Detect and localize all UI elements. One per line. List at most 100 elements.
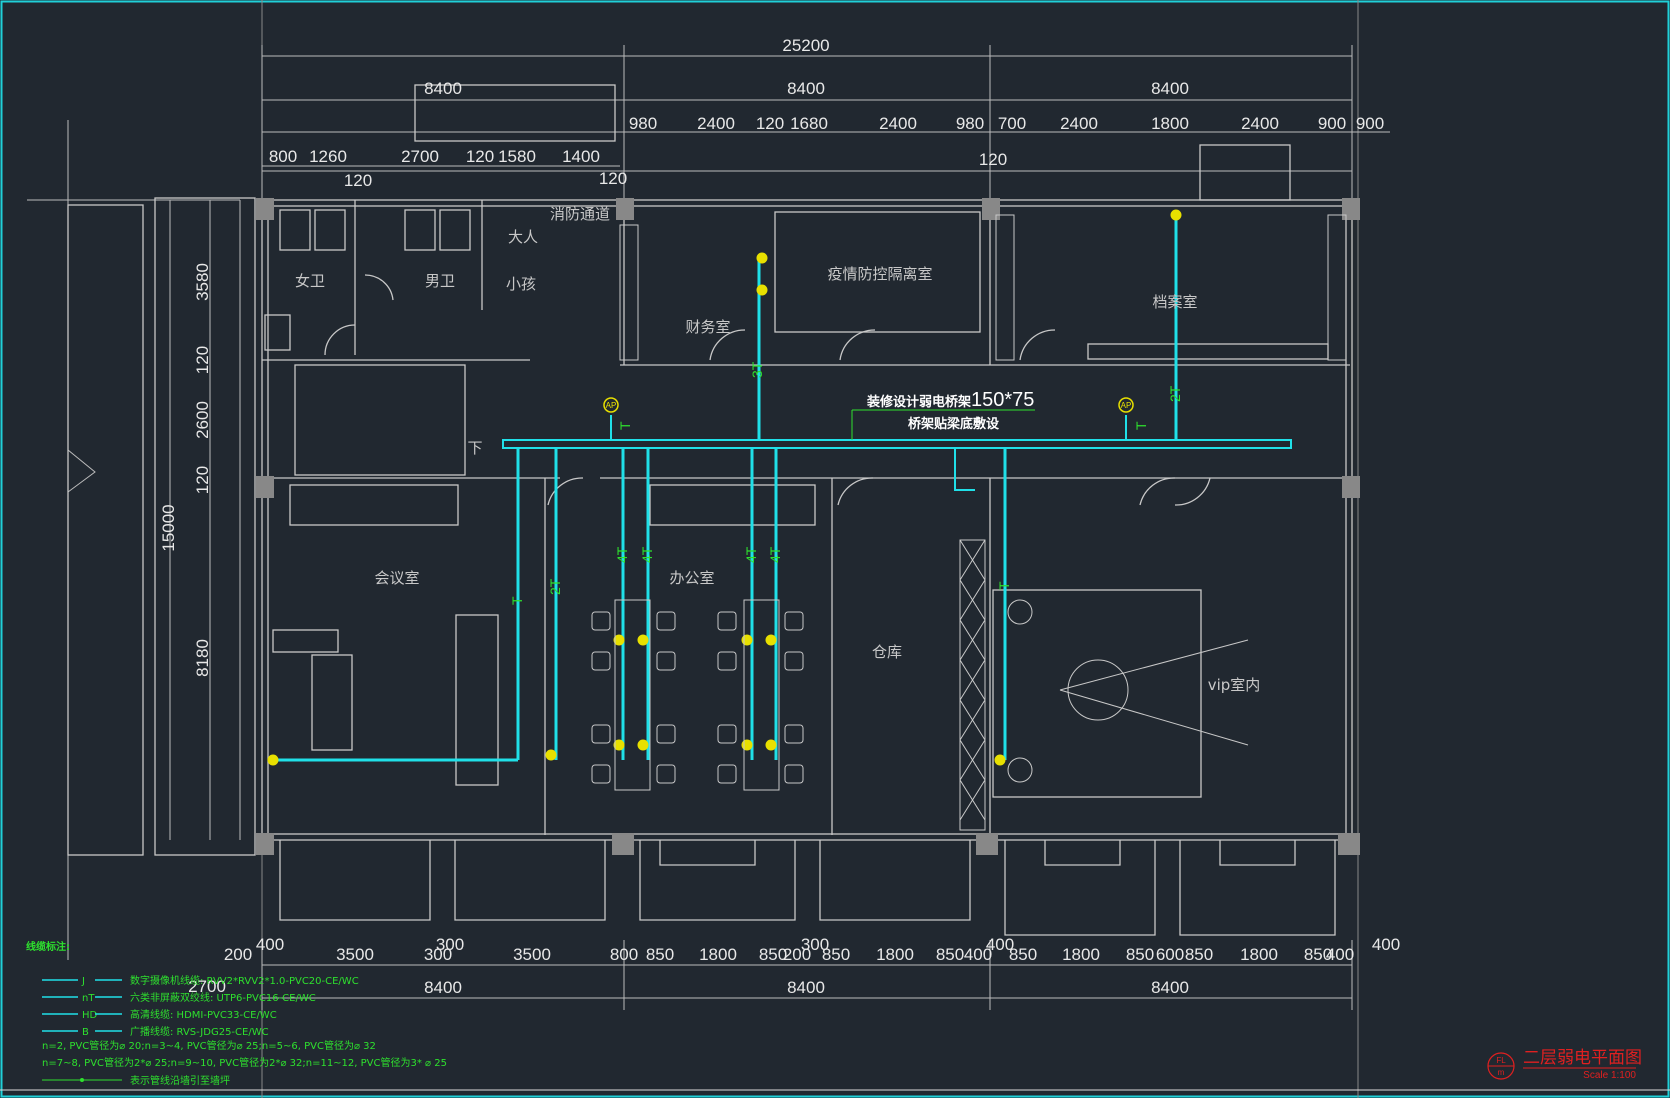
label-office-4t-c: 4T [743,546,759,563]
label-ap-left-t: T [617,421,633,430]
title-badge-bottom: m [1498,1068,1505,1077]
dim-bottom-part: 1800 [1062,945,1100,964]
legend-note3-dot [80,1078,84,1082]
dim-top-bay3-5: 900 [1318,114,1346,133]
legend-code: J [81,976,85,987]
dim-top-bay1-4: 120 [466,147,494,166]
ap-right-tag: AP [1121,401,1132,410]
dim-bottom-part: 850 [822,945,850,964]
dim-top-bay1-6: 1400 [562,147,600,166]
legend-note-3: 表示管线沿墙引至墙坪 [130,1074,230,1087]
legend-note-2: n=7~8, PVC管径为2*⌀ 25;n=9~10, PVC管径为2*⌀ 32… [42,1056,447,1069]
dim-bottom-part: 850 [1009,945,1037,964]
dim-bottom-part: 850 [646,945,674,964]
dim-bottom-part: 1800 [876,945,914,964]
drawing-scale: Scale 1:100 [1583,1070,1636,1081]
label-ap-right-t: T [1133,421,1149,430]
dim-bottom-bay-2: 8400 [787,978,825,997]
dim-bottom-part: 400 [1326,945,1354,964]
legend-code: HD [82,1010,98,1021]
tray-label-1: 装修设计弱电桥架150*75 [866,389,1034,411]
dim-bay-1: 8400 [424,79,462,98]
legend-title: 线缆标注: [26,940,70,953]
dim-top-bay2-5: 2400 [879,114,917,133]
dim-top-bay2-3: 120 [756,114,784,133]
legend-code: B [82,1027,89,1038]
dim-bottom-part: 850 [1185,945,1213,964]
drawing-title: 二层弱电平面图 [1523,1048,1642,1068]
legend-rows: J 数字摄像机线缆: RVV2*RVV2*1.0-PVC20-CE/WC nT 六类非… [42,974,359,1038]
vip-projector-lines [1007,599,1249,783]
legend-code: nT [82,993,95,1004]
dim-top-bay3-3: 1800 [1151,114,1189,133]
room-vip: vip室内 [1208,676,1261,694]
office-chairs [591,599,804,791]
room-men-wc: 男卫 [425,272,455,290]
dim-bottom-part: 850 [1304,945,1332,964]
dim-left-2: 120 [193,346,212,374]
label-meeting-t: T [509,596,525,605]
room-child: 小孩 [506,275,536,293]
stair-down: 下 [467,439,482,457]
dim-left-5: 8180 [193,639,212,677]
dim-left-3: 2600 [193,401,212,439]
dim-bottom-part: 850 [1126,945,1154,964]
walls [67,84,1353,936]
dim-bottom-part: 3500 [336,945,374,964]
room-adult: 大人 [508,228,538,246]
dim-bottom-bay-3: 8400 [1151,978,1189,997]
room-women-wc: 女卫 [295,272,325,290]
dim-top-bay3-4: 2400 [1241,114,1279,133]
dim-top-bay3-120: 120 [979,150,1007,169]
dim-top-bay3-1: 700 [998,114,1026,133]
title-badge-top: FL [1496,1056,1506,1065]
dim-stray: 2700 [188,977,226,996]
label-finance-3t: 3T [749,361,765,378]
cable-tray-and-conduits [275,215,1292,762]
data-outlets [267,209,1182,766]
legend-note-1: n=2, PVC管径为⌀ 20;n=3~4, PVC管径为⌀ 25;n=5~6,… [42,1039,376,1052]
dim-bottom-part: 200 [783,945,811,964]
dim-bottom-part: 400 [986,935,1014,954]
dim-top-bay1-3: 2700 [401,147,439,166]
label-office-4t-d: 4T [767,546,783,563]
dim-bottom-part: 1800 [1240,945,1278,964]
dim-top-bay1-120a: 120 [344,171,372,190]
dim-top-bay2-1: 980 [629,114,657,133]
dim-left-total: 15000 [159,504,178,551]
dim-bay-2: 8400 [787,79,825,98]
dim-bottom-part: 400 [256,935,284,954]
legend-text: 六类非屏蔽双绞线: UTP6-PVC16-CE/WC [130,991,316,1004]
room-storage: 仓库 [872,643,902,661]
room-isolation: 疫情防控隔离室 [827,265,932,283]
dim-top-bay1-2: 1260 [309,147,347,166]
room-archive: 档案室 [1152,293,1197,311]
legend-text: 广播线缆: RVS-JDG25-CE/WC [130,1025,269,1038]
dim-top-bay2-2: 2400 [697,114,735,133]
dim-bottom-part: 3500 [513,945,551,964]
tray-leader [851,409,1035,440]
legend-text: 高清线缆: HDMI-PVC33-CE/WC [130,1008,277,1021]
legend-text: 数字摄像机线缆: RVV2*RVV2*1.0-PVC20-CE/WC [130,974,359,987]
dim-bottom-part: 300 [424,945,452,964]
dim-overall: 25200 [782,36,829,55]
dim-bottom-part: 600 [1156,945,1184,964]
dim-left-1: 3580 [193,263,212,301]
dim-top-bay1-1: 800 [269,147,297,166]
dim-bottom-part: 400 [964,945,992,964]
dim-left-4: 120 [193,466,212,494]
dim-bottom-part: 850 [936,945,964,964]
dim-bottom-bay-1: 8400 [424,978,462,997]
label-office-4t-b: 4T [639,546,655,563]
dim-bottom-part: 800 [610,945,638,964]
lattice-shafts [619,214,1347,831]
dim-bottom-part: 1800 [699,945,737,964]
dim-top-bay1-5: 1580 [498,147,536,166]
dim-bottom-part: 850 [759,945,787,964]
dim-top-bay2-6: 980 [956,114,984,133]
dim-bottom-part: 300 [436,935,464,954]
label-vip-t: T [996,581,1012,590]
label-meeting-2t: 2T [547,578,563,595]
room-office: 办公室 [669,569,714,587]
